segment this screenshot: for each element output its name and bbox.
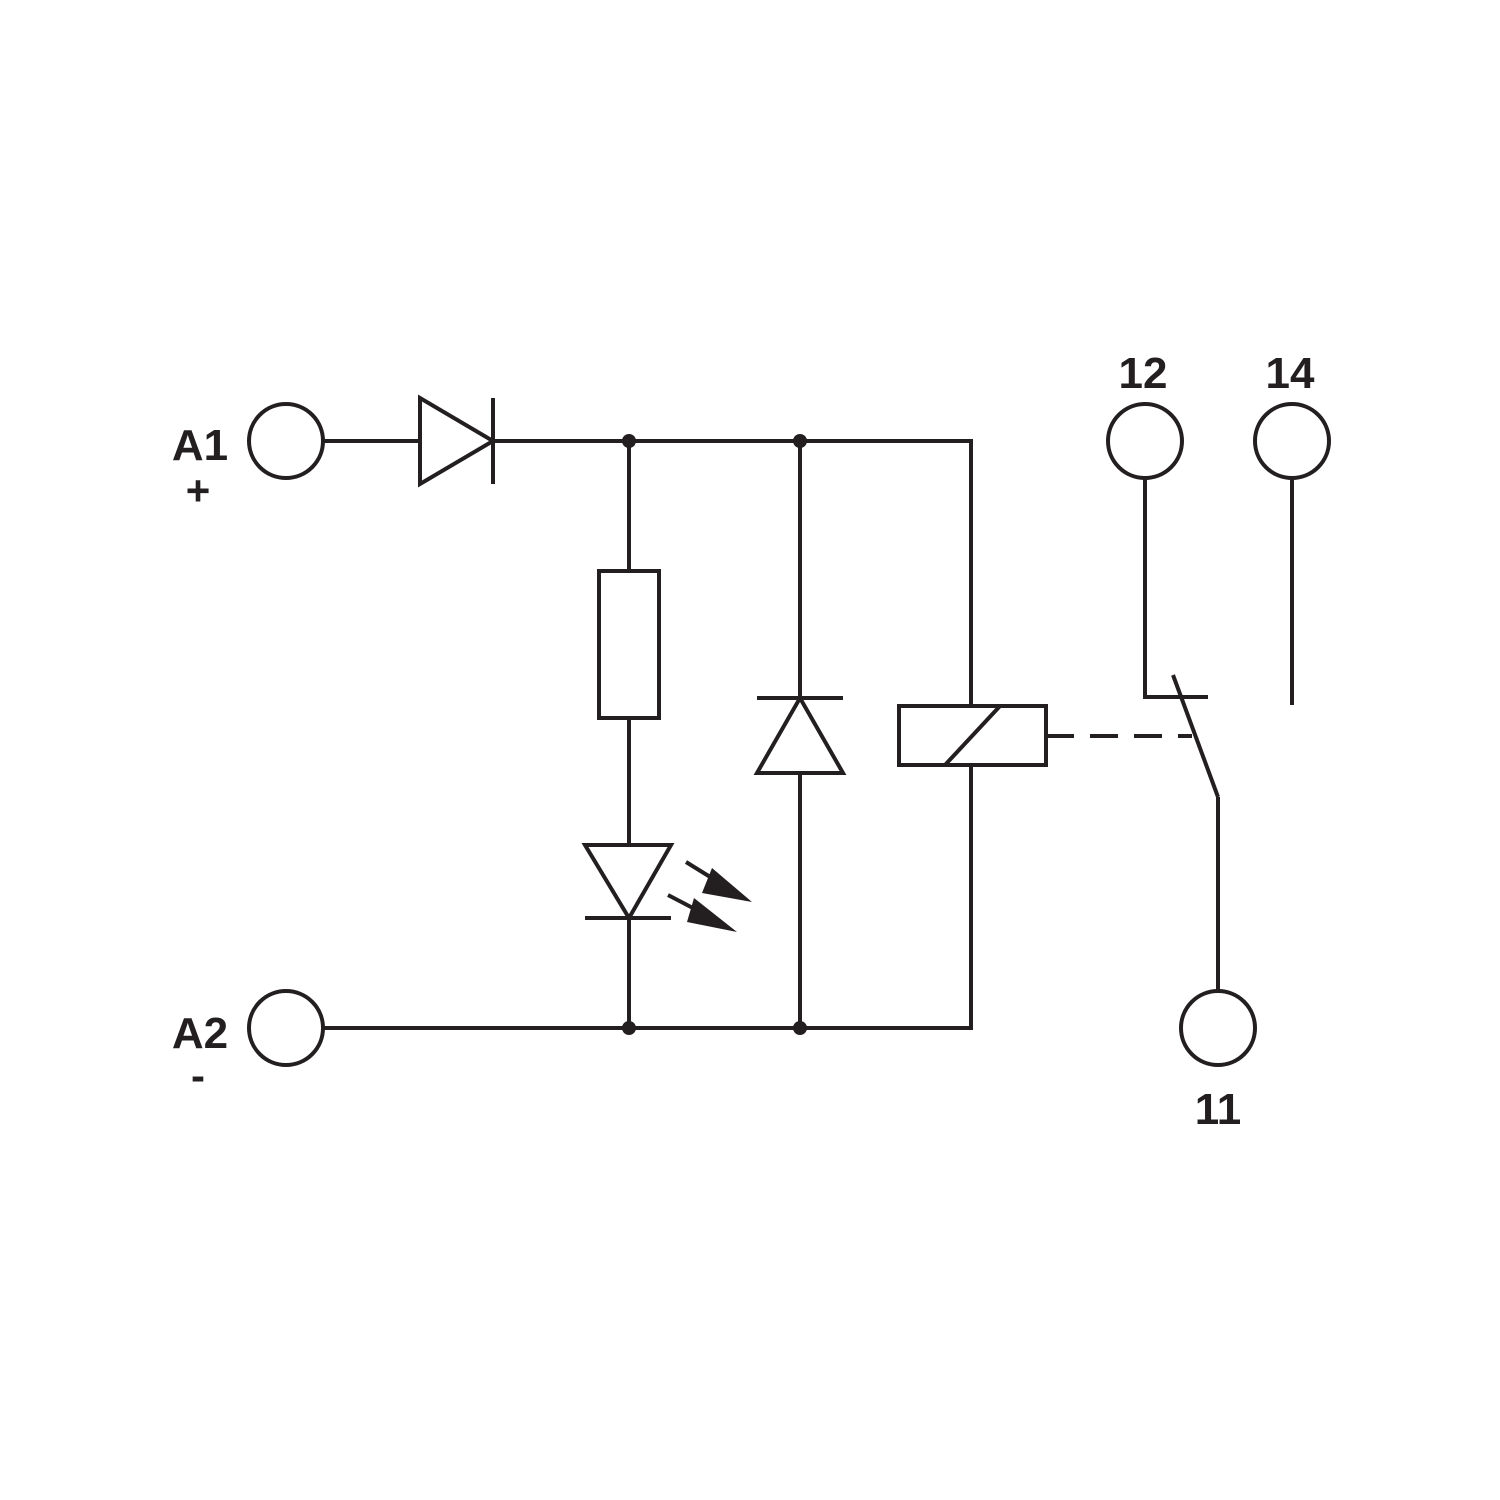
terminal-12-label: 12 — [1119, 349, 1168, 398]
bottom-rail-wire — [323, 765, 973, 1030]
terminal-12-circle — [1106, 402, 1184, 480]
junction-dot — [793, 434, 807, 448]
input-diode — [418, 394, 497, 488]
terminal-14-label: 14 — [1266, 349, 1315, 398]
terminal-11-circle — [1179, 989, 1257, 1067]
junction-dot — [622, 1021, 636, 1035]
terminal-a2-circle — [247, 989, 325, 1067]
junction-dot — [622, 434, 636, 448]
junction-dot — [793, 1021, 807, 1035]
terminal-14-circle — [1253, 402, 1331, 480]
freewheeling-diode — [753, 693, 847, 775]
terminal-11-label: 11 — [1195, 1085, 1242, 1134]
terminal-a1-circle — [247, 402, 325, 480]
resistor — [597, 569, 661, 720]
relay-coil — [897, 704, 1048, 767]
terminal-a1-label: A1 — [172, 421, 228, 470]
changeover-contact — [1143, 478, 1294, 991]
led-diode — [581, 843, 675, 922]
terminal-a2-polarity: - — [191, 1052, 205, 1099]
terminal-a1-polarity: + — [186, 467, 211, 514]
top-rail-wire — [323, 439, 973, 705]
light-emission-arrows-icon — [667, 860, 752, 932]
terminal-a2-label: A2 — [172, 1009, 228, 1058]
